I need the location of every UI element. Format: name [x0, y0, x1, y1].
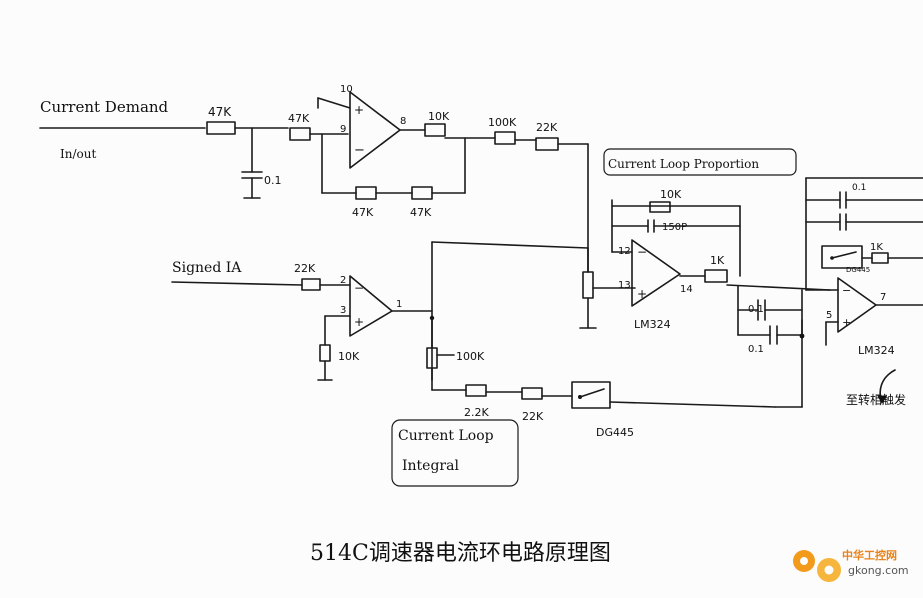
opamp3-pin13: 13	[618, 280, 631, 291]
opamp1-pin8: 8	[400, 116, 406, 127]
resistor-22k-ia-label: 22K	[294, 262, 316, 275]
resistor-2-2k-label: 2.2K	[464, 406, 489, 419]
capacitor-0-1-label: 0.1	[264, 174, 282, 187]
svg-text:−: −	[354, 143, 365, 158]
watermark-brand: 中华工控网	[842, 548, 897, 562]
lm324-b-label: LM324	[858, 344, 895, 357]
opamp2-pin2: 2	[340, 275, 346, 286]
capacitor-0-1-d-label: 0.1	[852, 183, 866, 193]
integral-resistors	[465, 384, 573, 400]
current-demand-label: Current Demand	[40, 98, 169, 116]
resistor-22k-label: 22K	[536, 121, 558, 134]
svg-text:−: −	[354, 281, 364, 295]
lm324-a-label: LM324	[634, 318, 671, 331]
integral-label-1: Current Loop	[398, 428, 494, 444]
dg445-label: DG445	[596, 426, 634, 439]
switch-dg445	[571, 319, 803, 409]
capacitor-0-1-c-label: 0.1	[748, 344, 764, 355]
signed-ia-label: Signed IA	[172, 260, 242, 276]
opamp4-pin5: 5	[826, 310, 832, 321]
opamp-2: − +	[317, 275, 433, 381]
resistor-22k-series	[535, 137, 589, 273]
svg-text:+: +	[637, 287, 647, 301]
opamp2-pin3: 3	[340, 305, 346, 316]
proportion-label: Current Loop Proportion	[608, 157, 759, 171]
resistor-47k-series	[289, 127, 349, 141]
integrator-capacitor-network	[737, 285, 805, 345]
dg445-b-label: DG445	[846, 266, 870, 274]
feedback-47k-1-label: 47K	[352, 206, 374, 219]
capacitor-150p-label: 150P	[662, 222, 687, 233]
output-note-label: 至转相触发	[846, 392, 906, 407]
resistor-10k-out-label: 10K	[428, 110, 450, 123]
resistor-22k-integral-label: 22K	[522, 410, 544, 423]
feedback-47k-2-label: 47K	[410, 206, 432, 219]
svg-text:−: −	[842, 284, 851, 297]
svg-text:−: −	[637, 245, 647, 259]
feedback-network-opamp1	[321, 133, 466, 200]
opamp1-pin9: 9	[340, 124, 346, 135]
opamp1-pin10: 10	[340, 84, 353, 95]
opamp-3-lm324: − +	[611, 199, 831, 307]
opamp2-pin1: 1	[396, 299, 402, 310]
svg-text:+: +	[354, 315, 364, 329]
integral-label-2: Integral	[402, 458, 459, 474]
resistor-1k-b-label: 1K	[870, 242, 883, 253]
opamp3-pin14: 14	[680, 284, 693, 295]
integral-box	[391, 419, 519, 487]
resistor-10k-fb-label: 10K	[660, 188, 682, 201]
capacitor-0-1-ground	[241, 127, 263, 199]
resistor-47k-input-label: 47K	[208, 105, 232, 119]
diagram-caption: 514C调速器电流环电路原理图	[310, 541, 611, 566]
signed-ia-input	[171, 278, 351, 291]
resistor-1k-label: 1K	[710, 254, 725, 267]
resistor-47k-series-label: 47K	[288, 112, 310, 125]
potentiometer-100k	[426, 317, 467, 391]
svg-text:+: +	[354, 103, 364, 117]
opamp3-pin12: 12	[618, 246, 631, 257]
opamp-4-lm324: − +	[805, 177, 923, 404]
capacitor-0-1-b-label: 0.1	[748, 304, 764, 315]
gkong-logo	[793, 550, 841, 582]
svg-text:+: +	[842, 316, 851, 329]
resistor-10k-out	[424, 123, 496, 139]
watermark-url: gkong.com	[848, 564, 909, 577]
resistor-47k-input	[206, 121, 289, 135]
opamp4-pin7: 7	[880, 292, 886, 303]
resistor-100k-series	[494, 131, 537, 145]
signal-bus-to-proportion	[429, 241, 636, 381]
resistor-10k-ground-label: 10K	[338, 350, 360, 363]
resistor-100k-label: 100K	[488, 116, 517, 129]
proportion-box	[603, 148, 797, 176]
opamp-1: + −	[317, 91, 426, 169]
current-demand-sub-label: In/out	[60, 147, 96, 161]
pot-100k-label: 100K	[456, 350, 485, 363]
